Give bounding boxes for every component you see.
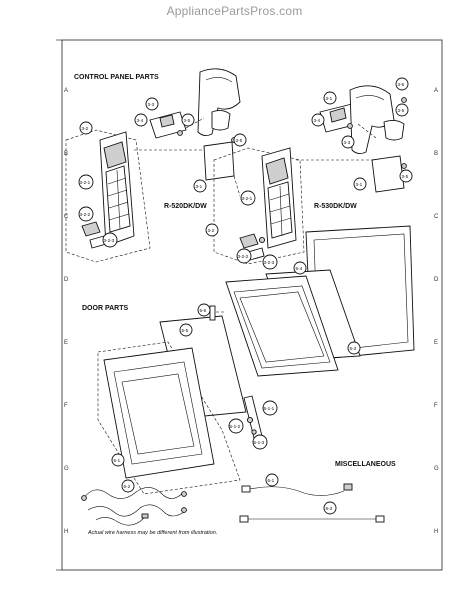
- grid-row-e: E: [64, 340, 68, 346]
- callout-harness-b: 6-3: [326, 506, 333, 511]
- callout-door-choke: 5-4: [296, 266, 303, 271]
- misc-harness-b: [239, 515, 385, 523]
- callout-right-panel-frame: 3-2: [208, 228, 215, 233]
- model-label-right: R-530DK/DW: [314, 203, 357, 210]
- door-assembly: [97, 225, 415, 495]
- grid-row-c-right: C: [434, 214, 439, 220]
- callout-left-screw-a: 3-5: [184, 118, 191, 123]
- grid-row-f: F: [64, 403, 68, 409]
- callout-door-seal: 5-6: [200, 308, 207, 313]
- door-pin: [209, 305, 216, 321]
- callout-right-screw-b: 3-5: [398, 108, 405, 113]
- grid-row-f-right: F: [434, 403, 438, 409]
- right-top-bracket: [349, 85, 395, 155]
- callout-door-frame: 5-1: [114, 458, 121, 463]
- misc-harness-a: [241, 483, 353, 496]
- right-keypad: [267, 181, 293, 239]
- right-screw-a: [401, 97, 407, 103]
- door-latch-hook: [246, 416, 254, 424]
- callout-harness-a: 6-1: [268, 478, 275, 483]
- callout-door-latch-a: 5-1-1: [264, 406, 275, 411]
- callout-right-button-a: 3-2-2: [238, 254, 249, 259]
- callout-right-pcb: 3-1: [356, 182, 363, 187]
- callout-left-latch: 3-4: [137, 118, 144, 123]
- sheet-frame: [61, 39, 443, 571]
- section-title-control-panel: CONTROL PANEL PARTS: [74, 74, 159, 81]
- left-top-bracket: [197, 68, 241, 137]
- right-callout-bubbles: 3-1 3-4 3-5 3-5 3-5 3-3 3-1 3-2-1 3-2 3-…: [205, 77, 413, 270]
- model-label-left: R-520DK/DW: [164, 203, 207, 210]
- callout-right-bracket-top: 3-1: [326, 96, 333, 101]
- grid-row-g-right: G: [434, 466, 439, 472]
- right-display-window: [265, 157, 289, 185]
- right-control-pcb: [371, 155, 405, 193]
- callout-left-button-a: 3-2-2: [80, 212, 91, 217]
- left-callout-bubbles: 3-3 3-4 3-5 3-5 3-1 3-2 3-2-1 3-2-2 3-2-…: [78, 97, 247, 248]
- left-start-button: [81, 221, 101, 237]
- callout-door-latch-c: 5-1-3: [254, 440, 265, 445]
- callout-door-latch-b: 5-1-2: [230, 424, 241, 429]
- left-hook: [211, 109, 231, 131]
- callout-left-bracket-top: 3-3: [148, 102, 155, 107]
- door-latch-spring: [251, 429, 257, 435]
- wire-harness-note: Actual wire harness may be different fro…: [87, 530, 217, 536]
- right-control-panel-assembly: [213, 85, 407, 265]
- callout-left-panel-frame: 3-2: [82, 126, 89, 131]
- left-display-window: [103, 141, 127, 169]
- callout-right-button-b: 3-2-3: [264, 260, 275, 265]
- main-wire-harness: [81, 487, 187, 526]
- grid-row-d-right: D: [434, 277, 439, 283]
- callout-left-pcb: 3-1: [196, 184, 203, 189]
- grid-row-h-right: H: [434, 529, 438, 535]
- grid-row-e-right: E: [434, 340, 438, 346]
- right-panel-group-outline: [213, 147, 305, 265]
- callout-right-screw-c: 3-5: [402, 174, 409, 179]
- section-title-misc: MISCELLANEOUS: [335, 461, 396, 468]
- left-control-panel-assembly: [65, 68, 241, 263]
- grid-row-a: A: [64, 88, 68, 94]
- door-glass-frame: [225, 275, 339, 377]
- left-control-pcb: [203, 141, 235, 181]
- callout-right-bracket: 3-3: [344, 140, 351, 145]
- callout-left-screw-b: 3-5: [236, 138, 243, 143]
- door-group-outline: [97, 341, 241, 495]
- door-callout-bubbles: 5-4 5-6 5-5 5-3 5-1 5-1-1 5-1-2 5-1-3: [111, 261, 361, 467]
- grid-row-c: C: [64, 214, 69, 220]
- right-screw-b: [347, 123, 353, 129]
- callout-door-glass: 5-3: [350, 346, 357, 351]
- site-header: AppliancePartsPros.com: [166, 4, 303, 18]
- right-keypad-grid: [269, 185, 292, 237]
- right-hook: [383, 119, 405, 141]
- right-screw-c: [401, 163, 407, 169]
- left-screw-a: [177, 130, 183, 136]
- section-title-door: DOOR PARTS: [82, 305, 128, 312]
- left-keypad-grid: [107, 169, 130, 230]
- right-latch-body: [329, 107, 347, 123]
- grid-row-h: H: [64, 529, 68, 535]
- callout-right-latch: 3-4: [314, 118, 321, 123]
- right-start-button: [239, 233, 259, 249]
- grid-row-b-right: B: [434, 151, 438, 157]
- callout-left-keypad: 3-2-1: [80, 180, 91, 185]
- left-latch-body: [159, 114, 175, 128]
- right-knob: [258, 236, 266, 244]
- callout-door-screen: 5-5: [182, 328, 189, 333]
- left-panel-group-outline: [65, 129, 151, 263]
- callout-left-button-b: 3-2-3: [104, 238, 115, 243]
- callout-harness-main: 6-2: [124, 484, 131, 489]
- grid-row-d: D: [64, 277, 69, 283]
- callout-right-screw-a: 3-5: [398, 82, 405, 87]
- callout-right-keypad: 3-2-1: [242, 196, 253, 201]
- grid-row-a-right: A: [434, 88, 438, 94]
- grid-row-g: G: [64, 466, 69, 472]
